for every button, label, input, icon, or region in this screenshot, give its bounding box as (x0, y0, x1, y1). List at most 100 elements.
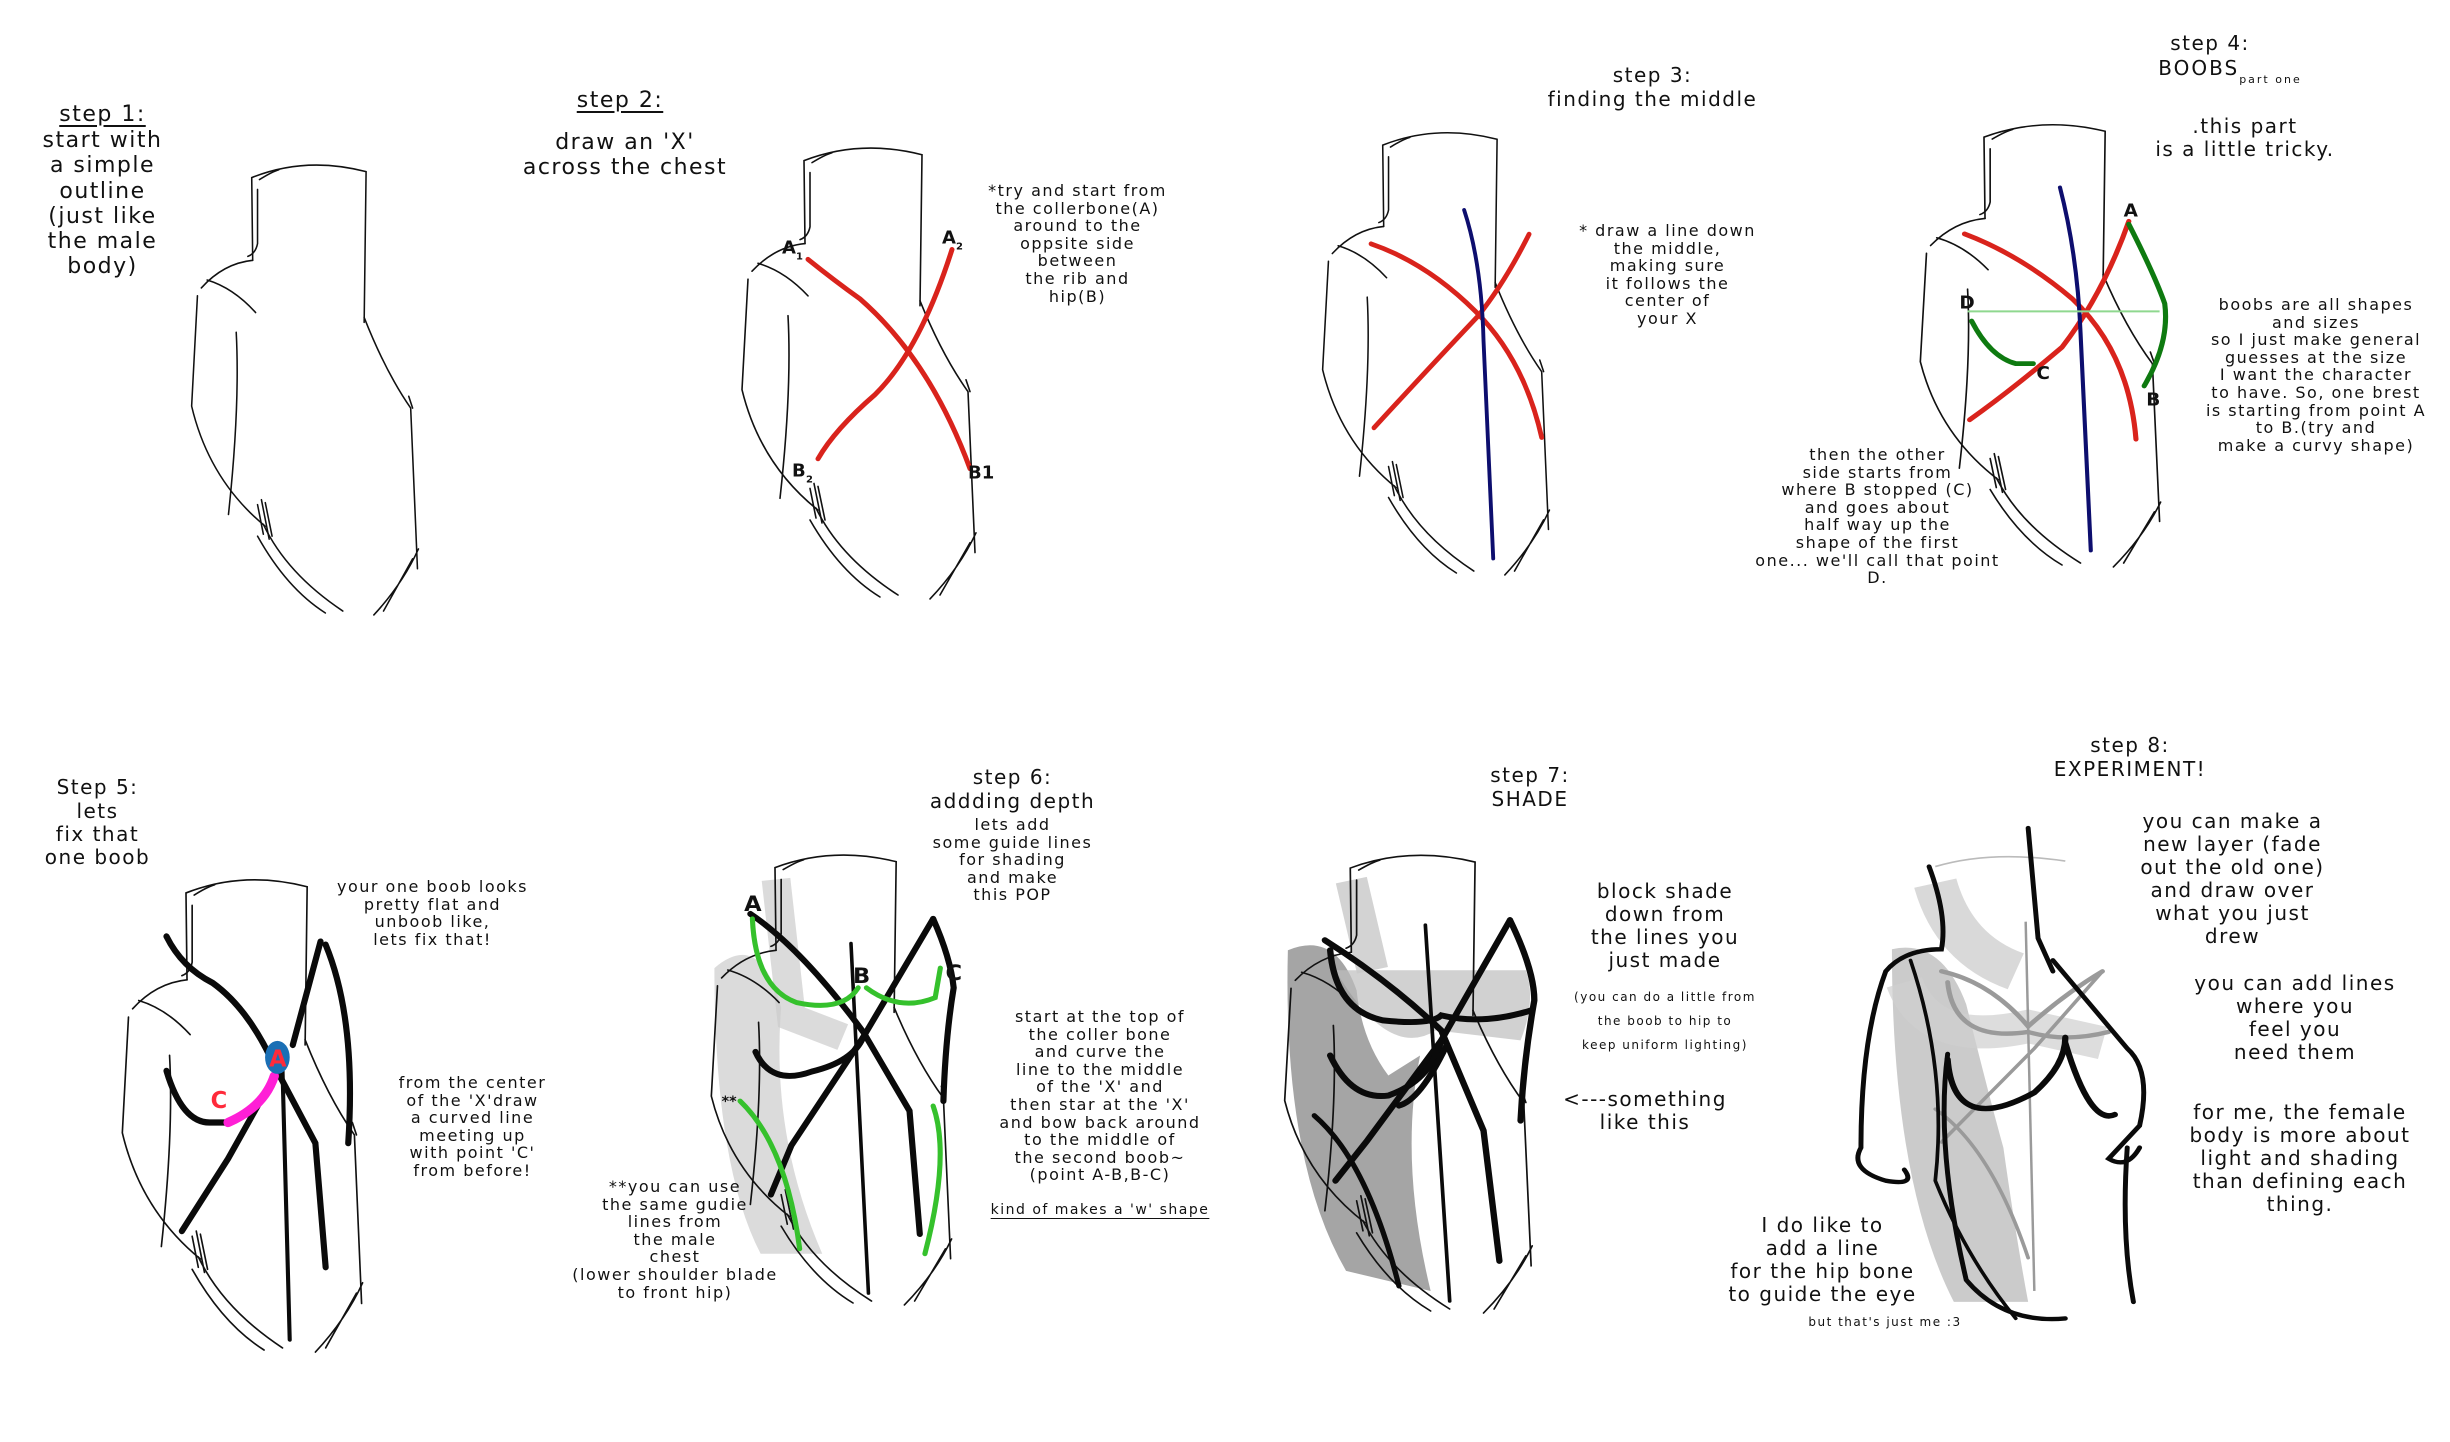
step7-small-note: (you can do a little from the boob to hi… (1574, 990, 1756, 1052)
boob-upper-line (1327, 947, 1535, 1026)
step5-note-mid: from the center of the 'X'draw a curved … (398, 1073, 547, 1180)
boob-outline-left (752, 1034, 867, 1079)
step4-subtitle-main: BOOBS (2158, 56, 2240, 80)
label-b1: B1 (968, 463, 994, 484)
step2-body: draw an 'X' across the chest (522, 130, 728, 181)
x-line-2 (1967, 218, 2132, 423)
step7-title: step 7: (1490, 763, 1570, 787)
depth-guide-b-c (863, 965, 943, 1006)
depth-guide-shoulder-hip (737, 1098, 803, 1252)
shading-neck (1335, 876, 1388, 974)
step4-note-right: boobs are all shapes and sizes so I just… (2205, 295, 2427, 455)
boob-outline-left (163, 1067, 229, 1126)
step4-title: step 4: (2170, 31, 2250, 55)
step4-intro: .this part is a little tricky. (2155, 114, 2335, 161)
step6-title: step 6: (972, 765, 1053, 789)
step5-title: Step 5: (56, 775, 139, 799)
label-a2: A (942, 228, 956, 249)
hip-bone-line (1908, 958, 2018, 1321)
x-line-upper (163, 933, 278, 1069)
step3-title: step 3: (1612, 63, 1693, 87)
label-c: C (945, 960, 962, 985)
fix-curve (223, 1071, 279, 1128)
label-a1-sub: 1 (796, 251, 803, 262)
boob-curve-d-c (1969, 318, 2036, 367)
shading-dark (1287, 945, 1431, 1291)
step4-note-bottom: then the other side starts from where B … (1755, 445, 2000, 588)
step4-subtitle-small: part one (2239, 73, 2302, 86)
shading-neck (1914, 878, 2025, 990)
label-c: C (211, 1088, 228, 1114)
step8-note-female-body: for me, the female body is more about li… (2189, 1100, 2411, 1216)
boob-outline-right (1506, 917, 1538, 1124)
step3-torso-sketch (1321, 132, 1551, 576)
label-d: D (1959, 293, 1974, 313)
step8-note-layer: you can make a new layer (fade out the o… (2140, 809, 2325, 948)
middle-line (2057, 185, 2093, 553)
boob-outline-right (930, 915, 957, 1105)
boob-inner-line (1395, 1042, 1450, 1109)
middle-line (1462, 208, 1496, 561)
step8-torso-sketch (1855, 825, 2147, 1322)
step8-title: step 8: (2090, 733, 2170, 757)
x-line-1 (1321, 937, 1503, 1264)
x-line-1 (1961, 231, 2139, 442)
boob-curve-a-b (2126, 221, 2169, 389)
point-a-marker (265, 1040, 290, 1074)
label-b: B (2146, 390, 2160, 410)
step3-subtitle: finding the middle (1547, 87, 1758, 111)
step2-note: *try and start from the collerbone(A) ar… (988, 181, 1167, 306)
label-b: B (853, 963, 870, 988)
label-b2: B (792, 461, 806, 482)
step1-body: start with a simple outline (just like t… (42, 128, 163, 280)
shading-neck (761, 877, 849, 1050)
neck-right-line (2025, 825, 2056, 974)
label-c: C (2036, 364, 2050, 384)
step4-torso-sketch: A B C D (1919, 123, 2169, 568)
label-a: A (269, 1047, 287, 1073)
depth-guide-right (922, 1103, 943, 1257)
x-line-a1-b1 (805, 256, 973, 472)
label-star: ** (722, 1094, 738, 1110)
step6-note-underline: kind of makes a 'w' shape (990, 1202, 1210, 1218)
step3-note: * draw a line down the middle, making su… (1579, 221, 1756, 328)
label-a: A (2124, 201, 2138, 221)
step7-pointer-note: <---something like this (1563, 1087, 1727, 1134)
step4-subtitle: BOOBSpart one (2130, 56, 2330, 86)
step8-subtitle: EXPERIMENT! (2053, 757, 2207, 781)
step7-torso-sketch (1283, 854, 1538, 1314)
step8-note-hip: I do like to add a line for the hip bone… (1728, 1213, 1917, 1306)
shading-chest (1886, 976, 2107, 1059)
guide-boob-lines (1945, 980, 2112, 1040)
neck-top-line (1934, 855, 2066, 868)
step6-note-left: **you can use the same gudie lines from … (572, 1177, 778, 1302)
guide-x-line (1939, 969, 2105, 1144)
torso-outline (190, 164, 420, 616)
label-b2-sub: 2 (806, 475, 813, 486)
step8-note-lines: you can add lines where you feel you nee… (2194, 971, 2396, 1064)
step6-subtitle: addding depth (929, 789, 1096, 813)
boob-outline-right (289, 938, 354, 1147)
shading (714, 954, 823, 1254)
step1-title: step 1: (59, 102, 146, 127)
guide-hip-line (1933, 1107, 2031, 1260)
step6-torso-sketch: A B C ** (710, 854, 962, 1306)
x-line-2 (1371, 231, 1532, 431)
step2-torso-sketch: A 1 A 2 B 2 B1 (741, 147, 994, 600)
label-a: A (744, 891, 762, 916)
boob-outline (1944, 1034, 2118, 1119)
step7-subtitle: SHADE (1491, 787, 1569, 811)
guide-middle-line (2024, 921, 2036, 1291)
x-line-a2-b2 (815, 247, 955, 462)
step1-torso-sketch (190, 164, 420, 616)
middle-line (1423, 923, 1452, 1303)
depth-guide-a-b (749, 916, 861, 1008)
step5-note-top: your one boob looks pretty flat and unbo… (336, 877, 529, 949)
step5-body: lets fix that one boob (44, 799, 151, 869)
boob-outline-left (1327, 1037, 1445, 1100)
hip-line (1311, 1113, 1402, 1289)
middle-line (280, 1068, 292, 1342)
step5-torso-sketch: A C (121, 878, 364, 1353)
label-a1: A (782, 238, 796, 259)
step6-note-right: start at the top of the coller bone and … (999, 1007, 1201, 1185)
